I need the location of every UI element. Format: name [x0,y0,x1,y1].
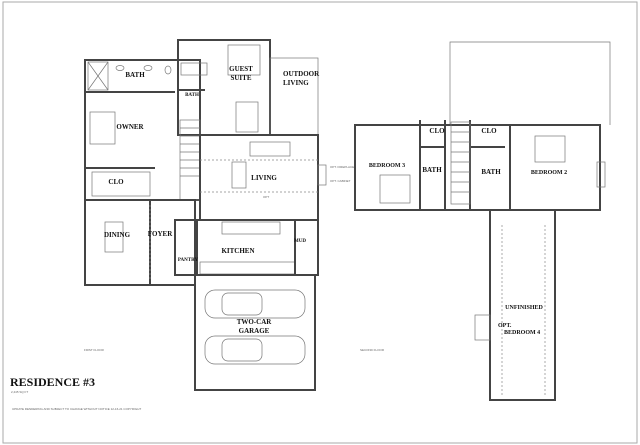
label-opt: OPT [263,195,269,199]
room-label-mud: MUD [294,239,306,244]
room-label-bath: BATH [125,71,145,79]
room-label-bath-right: BATH [481,168,501,176]
dining-walls [84,199,151,286]
room-label-clo-right: CLO [481,127,497,135]
car-icon [204,335,306,365]
disclaimer-note: UPDATE RENDERING AND SUBJECT TO CHANGE W… [12,407,141,411]
roof-outline [449,41,611,125]
room-label-guest-suite-1: GUEST [229,65,253,73]
room-label-guest-bath: BATH [185,93,199,98]
room-label-outdoor-living-2: LIVING [283,79,309,87]
room-label-pantry: PANTRY [178,258,199,263]
stairs-second-floor [450,121,471,205]
upper-floor-walls [354,124,601,211]
room-label-clo: CLO [108,178,124,186]
room-label-living: LIVING [251,174,277,182]
room-label-unfinished: UNFINISHED [505,305,543,311]
room-label-dining: DINING [104,231,131,239]
second-floor-caption: SECOND FLOOR [360,348,385,352]
room-label-guest-suite-2: SUITE [230,74,251,82]
room-label-opt-bedroom-4-1: OPT. [498,323,512,329]
square-feet: 2,445 SQ FT [11,390,28,394]
plan-title: RESIDENCE #3 [10,375,95,389]
first-floor-plan [84,39,327,391]
room-label-clo-left: CLO [429,127,445,135]
first-floor-caption: FIRST FLOOR [84,348,105,352]
label-opt-cabinet: OPT. CABINET [330,179,351,183]
second-floor-plan [354,41,611,401]
label-opt-fireplace: OPT. FIREPLACE [330,165,354,169]
foyer-walls [149,199,196,286]
room-label-opt-bedroom-4-2: BEDROOM 4 [504,330,540,336]
room-label-foyer: FOYER [148,230,173,238]
room-label-garage-1: TWO-CAR [237,318,273,326]
room-label-kitchen: KITCHEN [221,247,254,255]
guest-suite-walls [177,39,271,136]
room-label-bedroom-2: BEDROOM 2 [531,170,567,176]
room-label-bedroom-3: BEDROOM 3 [369,163,405,169]
room-label-garage-2: GARAGE [239,327,270,335]
stairs-first-floor [179,119,201,201]
garage-walls [194,274,316,391]
room-label-outdoor-living-1: OUTDOOR [283,70,320,78]
car-icon [204,289,306,319]
room-label-owner: OWNER [116,123,144,131]
room-label-bath-left: BATH [422,166,442,174]
unfinished-area-walls [489,209,556,401]
